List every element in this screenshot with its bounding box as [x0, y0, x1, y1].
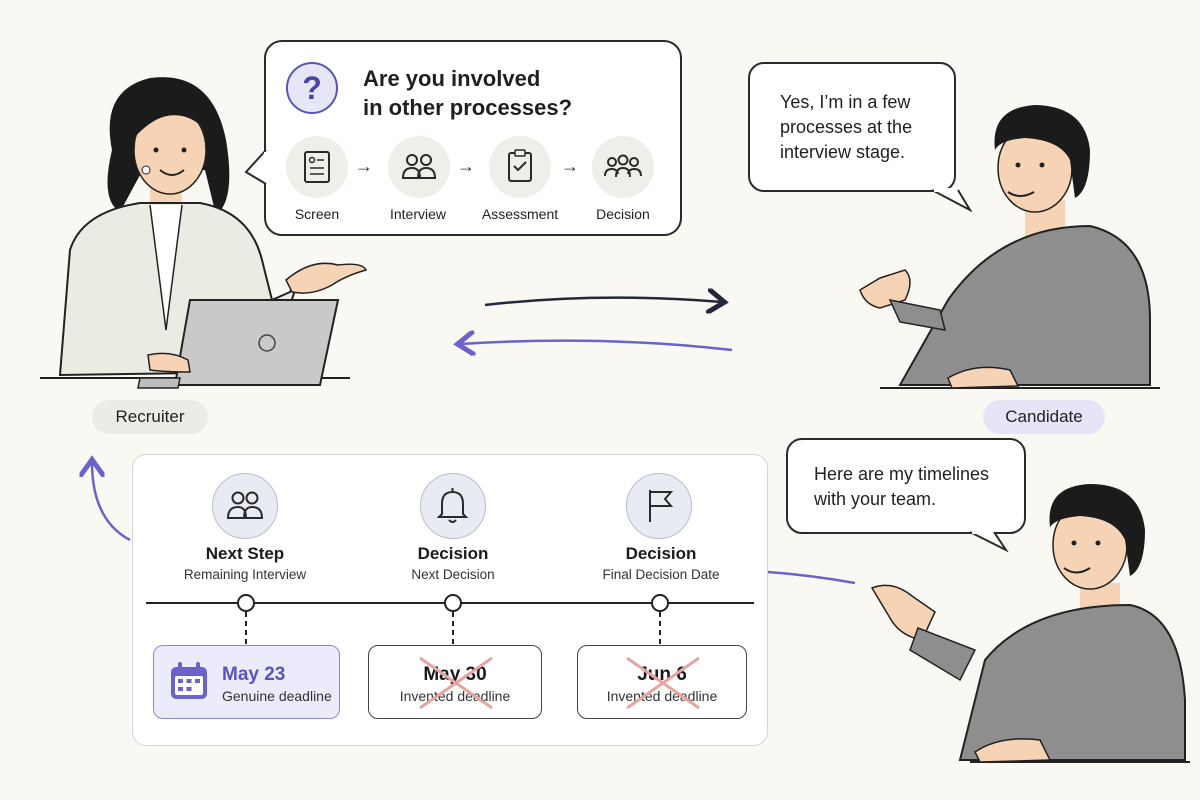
milestone-title: Decision: [625, 544, 697, 563]
reply-line: Here are my timelines: [814, 464, 990, 484]
candidate-timeline-tail: [969, 530, 1009, 552]
bell-icon: [436, 488, 469, 523]
milestone-subtitle: Final Decision Date: [602, 567, 720, 582]
arrow-right-icon: →: [457, 156, 475, 176]
recruiter-figure: [40, 77, 368, 389]
arrow-back-to-recruiter: [92, 462, 131, 542]
cross-out-icon: [419, 656, 493, 710]
step-label-assessment: Assessment: [481, 206, 559, 222]
milestone-final-circle: [626, 473, 692, 539]
reply-line: interview stage.: [780, 142, 906, 162]
deadline-date: Jun 6: [637, 664, 687, 685]
step-screen: [286, 136, 348, 198]
deadline-card-invented: Jun 6 Invented deadline: [577, 645, 747, 719]
candidate-reply-tail: [931, 188, 973, 212]
timeline-axis: [146, 594, 754, 648]
reply-line: processes at the: [780, 117, 913, 137]
step-label-interview: Interview: [389, 206, 447, 222]
deadline-label: Genuine deadline: [222, 688, 332, 704]
milestone-decision-circle: [420, 473, 486, 539]
arrow-right-icon: →: [355, 156, 373, 176]
deadline-date: May 23: [222, 664, 286, 685]
step-decision: [592, 136, 654, 198]
question-title: Are you involved in other processes?: [363, 66, 573, 120]
document-icon: [304, 151, 330, 183]
people-icon: [226, 491, 264, 519]
group-icon: [604, 154, 642, 178]
step-assessment: [489, 136, 551, 198]
reply-line: with your team.: [814, 489, 937, 509]
milestone-next-step-circle: [212, 473, 278, 539]
timeline-node: [651, 594, 669, 612]
arrow-to-candidate: [484, 298, 722, 305]
candidate-reply-bubble: Yes, I’m in a few processes at the inter…: [748, 62, 956, 192]
arrow-to-recruiter: [460, 341, 733, 350]
timeline-node: [444, 594, 462, 612]
cross-out-icon: [626, 656, 700, 710]
question-bubble-tail: [244, 149, 268, 185]
role-recruiter-label: Recruiter: [92, 400, 208, 434]
reply-line: Yes, I’m in a few: [780, 92, 911, 112]
milestone-title: Next Step: [205, 544, 285, 563]
deadline-date: May 30: [423, 664, 487, 685]
step-label-screen: Screen: [294, 206, 340, 222]
candidate-timeline-bubble: Here are my timelines with your team.: [786, 438, 1026, 534]
candidate-figure-top: [859, 105, 1160, 389]
milestone-subtitle: Next Decision: [411, 567, 495, 582]
milestone-title: Decision: [417, 544, 489, 563]
flag-icon: [649, 490, 674, 522]
calendar-icon: [171, 662, 207, 699]
role-candidate-label: Candidate: [983, 400, 1105, 434]
step-label-decision: Decision: [596, 206, 650, 222]
step-interview: [388, 136, 450, 198]
milestone-subtitle: Remaining Interview: [183, 567, 307, 582]
connector-candidate-timeline: [767, 570, 856, 585]
question-icon: ?: [286, 62, 338, 114]
deadline-card-genuine: May 23 Genuine deadline: [153, 645, 340, 719]
timeline-node: [237, 594, 255, 612]
people-icon: [401, 154, 437, 179]
candidate-figure-bottom: [870, 484, 1190, 763]
arrow-right-icon: →: [561, 156, 579, 176]
clipboard-check-icon: [508, 149, 532, 182]
deadline-card-invented: May 30 Invented deadline: [368, 645, 542, 719]
